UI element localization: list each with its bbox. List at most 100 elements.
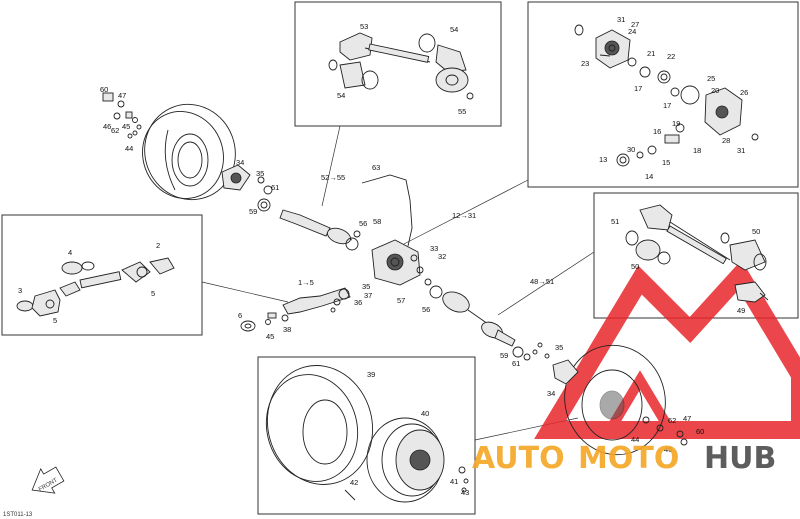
rear-right-tire xyxy=(552,344,688,456)
callout-52-55: 52→55 xyxy=(321,173,345,182)
callout-49: 49 xyxy=(737,306,745,315)
callout-31-top: 31 xyxy=(617,15,625,24)
rear-left-tire xyxy=(142,103,236,201)
callout-12-31: 12→31 xyxy=(452,211,476,220)
callout-34: 34 xyxy=(236,158,244,167)
callout-22: 22 xyxy=(667,52,675,61)
callout-46: 46 xyxy=(103,122,111,131)
callout-62-lower: 62 xyxy=(668,416,676,425)
callout-37: 37 xyxy=(364,291,372,300)
callout-6: 6 xyxy=(238,311,242,320)
callout-38: 38 xyxy=(283,325,291,334)
callout-63: 63 xyxy=(372,163,380,172)
callout-61: 61 xyxy=(271,183,279,192)
callout-33: 33 xyxy=(430,244,438,253)
callout-62: 62 xyxy=(111,126,119,135)
callout-5-left: 5 xyxy=(53,316,57,325)
callout-5-right: 5 xyxy=(151,289,155,298)
callout-4: 4 xyxy=(68,248,72,257)
watermark-moto: MOTO xyxy=(578,441,679,476)
leader-line xyxy=(401,179,529,246)
callout-43: 43 xyxy=(461,488,469,497)
leader-line xyxy=(497,251,595,316)
callout-45-mid: 45 xyxy=(266,332,274,341)
callout-25: 25 xyxy=(707,74,715,83)
callout-15: 15 xyxy=(662,158,670,167)
callout-30: 30 xyxy=(627,145,635,154)
callout-41: 41 xyxy=(450,477,458,486)
callout-55: 55 xyxy=(458,107,466,116)
callout-45: 45 xyxy=(122,122,130,131)
callout-17-a: 17 xyxy=(634,84,642,93)
breather-tube-63 xyxy=(361,174,413,247)
callout-14: 14 xyxy=(645,172,653,181)
callout-42: 42 xyxy=(350,478,358,487)
inset-gearcase-parts xyxy=(574,24,759,167)
callout-56-right: 56 xyxy=(422,305,430,314)
inset-box-front-axle-seal xyxy=(294,1,502,127)
callout-59: 59 xyxy=(249,207,257,216)
callout-56: 56 xyxy=(359,219,367,228)
callout-18: 18 xyxy=(693,146,701,155)
callout-21: 21 xyxy=(647,49,655,58)
callout-23: 23 xyxy=(581,59,589,68)
watermark-auto: AUTO xyxy=(472,441,565,476)
inset-box-rear-gearcase xyxy=(527,1,799,188)
callout-20: 20 xyxy=(711,86,719,95)
hub-parts-lower xyxy=(512,342,550,361)
callout-32: 32 xyxy=(438,252,446,261)
callout-53: 53 xyxy=(360,22,368,31)
callout-59-lower: 59 xyxy=(500,351,508,360)
wheel-hub-nuts-top xyxy=(102,92,142,139)
inset-propeller-shaft-parts xyxy=(16,257,175,317)
callout-60: 60 xyxy=(100,85,108,94)
inset-wheel-tire-parts xyxy=(265,365,469,503)
callout-58: 58 xyxy=(373,217,381,226)
callout-51: 51 xyxy=(611,217,619,226)
callout-50-left: 50 xyxy=(631,262,639,271)
watermark-hub: HUB xyxy=(704,441,776,476)
callout-35-lower: 35 xyxy=(555,343,563,352)
inset-rear-driveshaft-parts xyxy=(625,204,769,303)
leader-line xyxy=(321,125,341,207)
rear-drive-shaft-right xyxy=(429,285,516,347)
inset-box-wheel-tire xyxy=(257,356,476,515)
watermark-wordmark: AUTO MOTO HUB xyxy=(472,441,776,476)
callout-54-top: 54 xyxy=(450,25,458,34)
callout-1-5: 1→5 xyxy=(298,278,314,287)
callout-61-lower: 61 xyxy=(512,359,520,368)
callout-44-lower: 44 xyxy=(631,435,639,444)
callout-36: 36 xyxy=(354,298,362,307)
callout-57: 57 xyxy=(397,296,405,305)
callout-2: 2 xyxy=(156,241,160,250)
callout-60-lower: 60 xyxy=(696,427,704,436)
callout-54-left: 54 xyxy=(337,91,345,100)
callout-31-right: 31 xyxy=(737,146,745,155)
callout-39: 39 xyxy=(367,370,375,379)
drawing-code: 1ST011-13 xyxy=(3,512,33,518)
callout-46-lower: 46 xyxy=(664,445,672,454)
callout-48-51: 48→51 xyxy=(530,277,554,286)
front-direction-arrow-icon: FRONT xyxy=(31,466,65,494)
callout-44: 44 xyxy=(125,144,133,153)
callout-50-right: 50 xyxy=(752,227,760,236)
callout-13: 13 xyxy=(599,155,607,164)
propeller-shaft-center xyxy=(282,287,351,315)
inset-axle-boot-parts xyxy=(328,32,474,100)
callout-40: 40 xyxy=(421,409,429,418)
callout-26: 26 xyxy=(740,88,748,97)
callout-35: 35 xyxy=(256,169,264,178)
callout-17-b: 17 xyxy=(663,101,671,110)
callout-47-lower: 47 xyxy=(683,414,691,423)
wheel-hub-34-top xyxy=(221,164,273,212)
callout-16: 16 xyxy=(653,127,661,136)
callout-19: 19 xyxy=(672,119,680,128)
callout-3: 3 xyxy=(18,286,22,295)
rear-drive-shaft-left xyxy=(279,209,361,251)
rear-differential xyxy=(371,239,432,286)
leader-line xyxy=(201,281,289,303)
callout-34-lower: 34 xyxy=(547,389,555,398)
callout-35-mid: 35 xyxy=(362,282,370,291)
small-parts-6-45-38 xyxy=(240,312,289,332)
